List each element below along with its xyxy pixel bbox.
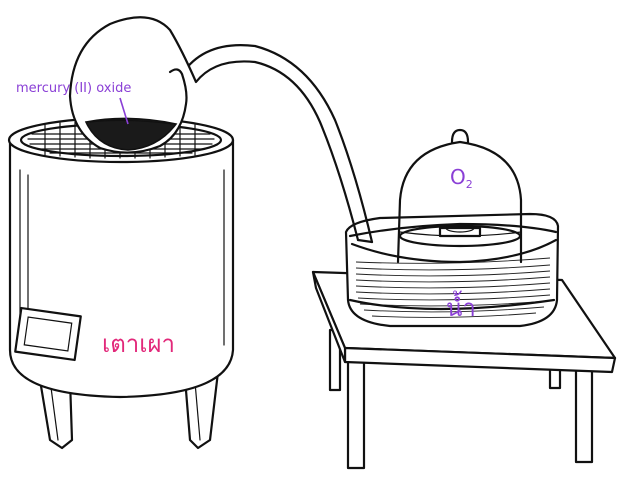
oxygen-label-group: O2 xyxy=(450,165,473,191)
oxygen-label: O2 xyxy=(450,165,473,191)
retort-flask xyxy=(68,16,198,154)
bell-jar xyxy=(396,140,523,264)
water-label: น้ำ xyxy=(446,290,476,322)
delivery-tube xyxy=(180,44,374,244)
mercury-oxide-label-group: mercury (II) oxide xyxy=(16,81,131,125)
collection-jar xyxy=(396,128,523,264)
furnace-door xyxy=(14,306,82,362)
furnace-body xyxy=(8,138,235,399)
oxygen-symbol: O xyxy=(450,165,466,189)
mercury-oxide-label: mercury (II) oxide xyxy=(16,81,131,96)
furnace xyxy=(7,116,235,450)
mercury-oxide-pointer xyxy=(119,97,129,125)
retort-bulb xyxy=(68,16,198,154)
mercury-oxide-sample xyxy=(84,117,178,151)
furnace-label: เตาเผา xyxy=(102,330,175,358)
oxygen-subscript: 2 xyxy=(466,178,473,191)
